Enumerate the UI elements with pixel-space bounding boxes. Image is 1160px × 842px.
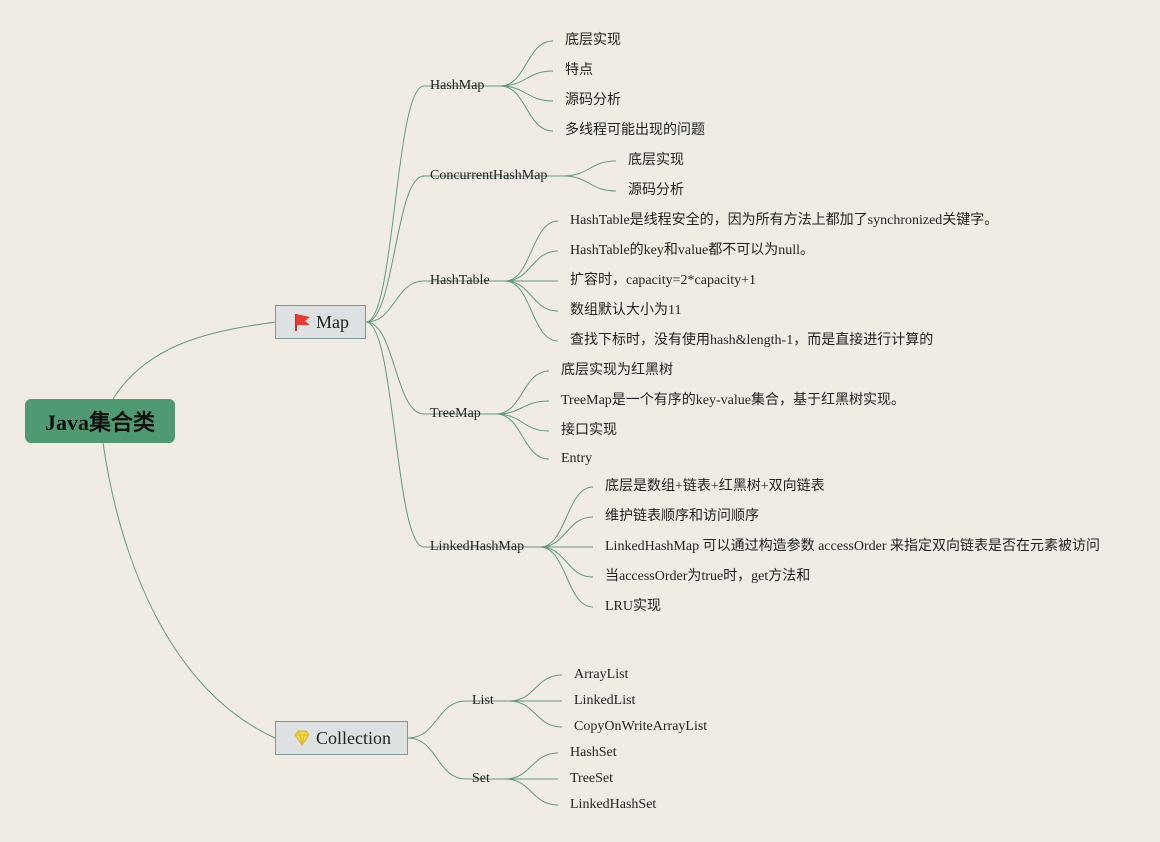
- leaf-connector-line: [508, 674, 563, 702]
- leaf-connector-line: [495, 413, 550, 460]
- root-topic[interactable]: Java集合类: [25, 399, 175, 443]
- leaf-topic[interactable]: 接口实现: [561, 423, 617, 438]
- map-topic[interactable]: Map: [275, 305, 366, 339]
- leaf-topic[interactable]: HashTable的key和value都不可以为null。: [570, 243, 814, 258]
- leaf-topic[interactable]: 特点: [565, 63, 593, 78]
- leaf-topic[interactable]: HashTable是线程安全的，因为所有方法上都加了synchronized关键…: [570, 213, 999, 228]
- leaf-topic[interactable]: ArrayList: [574, 667, 629, 682]
- leaf-connector-line: [508, 700, 563, 728]
- leaf-topic[interactable]: TreeSet: [570, 771, 614, 786]
- leaf-topic[interactable]: LinkedList: [574, 693, 636, 708]
- map-branch-line: [365, 85, 425, 323]
- leaf-connector-line: [539, 486, 594, 548]
- leaf-topic[interactable]: 多线程可能出现的问题: [565, 123, 705, 138]
- subtopic-concurrenthashmap[interactable]: ConcurrentHashMap: [430, 168, 548, 183]
- leaf-connector-line: [539, 546, 594, 608]
- leaf-connector-line: [499, 85, 554, 132]
- leaf-topic[interactable]: Entry: [561, 451, 593, 466]
- leaf-topic[interactable]: LinkedHashSet: [570, 797, 657, 812]
- leaf-topic[interactable]: 底层实现为红黑树: [561, 363, 673, 378]
- subtopic-treemap[interactable]: TreeMap: [430, 406, 481, 421]
- leaf-topic[interactable]: 源码分析: [565, 93, 621, 108]
- leaf-topic[interactable]: 底层实现: [565, 33, 621, 48]
- leaf-connector-line: [495, 400, 550, 415]
- leaf-topic[interactable]: 查找下标时，没有使用hash&length-1，而是直接进行计算的: [570, 333, 934, 348]
- leaf-connector-line: [504, 280, 559, 342]
- leaf-connector-line: [499, 70, 554, 87]
- leaf-connector-line: [504, 778, 559, 806]
- leaf-topic[interactable]: 当accessOrder为true时，get方法和: [605, 569, 811, 584]
- leaf-topic[interactable]: CopyOnWriteArrayList: [574, 719, 708, 734]
- leaf-connector-line: [562, 160, 617, 177]
- leaf-topic[interactable]: 维护链表顺序和访问顺序: [605, 509, 759, 524]
- subtopic-hashtable[interactable]: HashTable: [430, 273, 490, 288]
- leaf-connector-line: [499, 85, 554, 102]
- collection-branch-line: [407, 737, 467, 780]
- map-branch-line: [365, 175, 425, 323]
- leaf-topic[interactable]: LinkedHashMap 可以通过构造参数 accessOrder 来指定双向…: [605, 539, 1100, 554]
- red-flag-icon: [292, 312, 312, 332]
- map-branch-line: [365, 321, 425, 548]
- leaf-connector-line: [495, 413, 550, 432]
- gem-icon: [292, 728, 312, 748]
- subtopic-list[interactable]: List: [472, 693, 494, 708]
- leaf-topic[interactable]: 源码分析: [628, 183, 684, 198]
- subtopic-set[interactable]: Set: [472, 771, 490, 786]
- root-to-collection-line: [102, 442, 276, 739]
- leaf-topic[interactable]: 数组默认大小为11: [570, 303, 682, 318]
- leaf-connector-line: [539, 516, 594, 548]
- collection-branch-line: [407, 700, 467, 739]
- leaf-topic[interactable]: 底层是数组+链表+红黑树+双向链表: [605, 479, 825, 494]
- leaf-connector-line: [504, 250, 559, 282]
- leaf-topic[interactable]: 底层实现: [628, 153, 684, 168]
- leaf-connector-line: [499, 40, 554, 87]
- root-to-map-line: [112, 321, 276, 400]
- map-branch-line: [365, 280, 425, 323]
- leaf-topic[interactable]: TreeMap是一个有序的key-value集合，基于红黑树实现。: [561, 393, 906, 408]
- leaf-connector-line: [539, 546, 594, 578]
- leaf-topic[interactable]: 扩容时，capacity=2*capacity+1: [570, 273, 757, 288]
- map-label: Map: [316, 311, 349, 332]
- collection-label: Collection: [316, 727, 391, 748]
- leaf-connector-line: [562, 175, 617, 192]
- leaf-connector-line: [504, 280, 559, 312]
- subtopic-linkedhashmap[interactable]: LinkedHashMap: [430, 539, 525, 554]
- leaf-connector-line: [495, 370, 550, 415]
- collection-topic[interactable]: Collection: [275, 721, 408, 755]
- subtopic-hashmap[interactable]: HashMap: [430, 78, 485, 93]
- leaf-connector-line: [504, 752, 559, 780]
- leaf-topic[interactable]: HashSet: [570, 745, 617, 760]
- leaf-topic[interactable]: LRU实现: [605, 599, 661, 614]
- map-branch-line: [365, 321, 425, 415]
- leaf-connector-line: [504, 220, 559, 282]
